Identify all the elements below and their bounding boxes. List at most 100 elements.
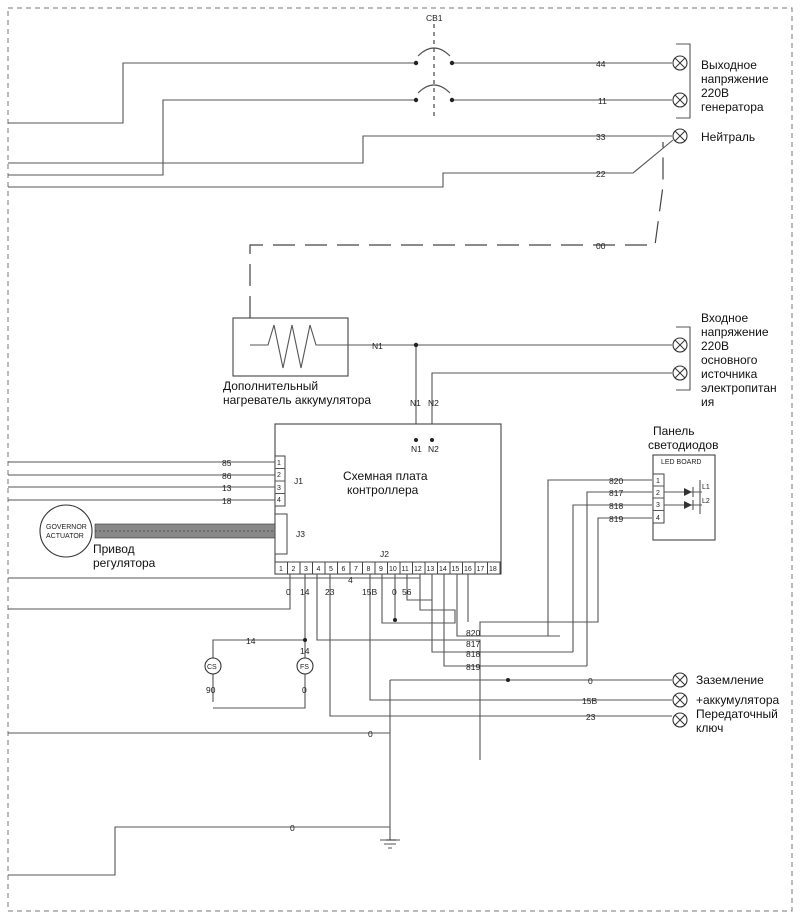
generator-terminals [672, 43, 691, 144]
key-23-label: 23 [586, 712, 596, 722]
n2-drop-wire [431, 372, 672, 440]
batt-15b-label: 15B [582, 696, 597, 706]
j2-pin-2: 2 [292, 566, 296, 573]
neutral-label: Нейтраль [701, 130, 755, 144]
j2-pin-9: 9 [379, 566, 383, 573]
j2-wires [8, 479, 672, 876]
ground-label: Заземление [696, 673, 764, 687]
led-diode-icon [664, 480, 702, 514]
actuator-label-1: Привод [93, 542, 135, 556]
terminal-11 [672, 92, 688, 108]
terminal-neutral [672, 128, 688, 144]
terminal-key [672, 712, 688, 728]
j2-pin-12: 12 [414, 566, 422, 573]
bot-820-label: 820 [466, 628, 480, 638]
led-panel-line1: Панель [653, 424, 694, 438]
controller-board [274, 423, 502, 575]
key-label-line2: ключ [696, 721, 723, 735]
j2-pin-10: 10 [389, 566, 397, 573]
j1-pin-1: 1 [277, 460, 281, 467]
mains-terminals [672, 326, 691, 391]
j2-pin-4: 4 [317, 566, 321, 573]
heater-label-line1: Дополнительный [223, 379, 318, 393]
j2-pin-6: 6 [342, 566, 346, 573]
bus-4-label: 4 [348, 575, 353, 585]
j2-pin-8: 8 [367, 566, 371, 573]
led-pin-1: 1 [656, 478, 660, 485]
j3-connector [274, 513, 288, 555]
battery-heater [232, 317, 349, 377]
wire-22-label: 22 [596, 169, 606, 179]
bot-818-label: 818 [466, 649, 480, 659]
j2-pin-15: 15 [452, 566, 460, 573]
cs-14-label: 14 [246, 636, 256, 646]
gen-out-line3: 220В [701, 86, 729, 100]
j2-pin-3: 3 [304, 566, 308, 573]
fs-label: FS [300, 664, 309, 671]
actuator-label-2: регулятора [93, 556, 156, 570]
j2-pin-18: 18 [489, 566, 497, 573]
generator-wires [8, 62, 674, 318]
gen-out-line1: Выходное [701, 58, 757, 72]
led-pin-2: 2 [656, 490, 660, 497]
n2-drop-label: N2 [428, 398, 439, 408]
led-panel-line2: светодиодов [648, 438, 718, 452]
bot-817-label: 817 [466, 639, 480, 649]
fs-0-label: 0 [302, 685, 307, 695]
mains-line1: Входное [701, 311, 748, 325]
battery-label: +аккумулятора [696, 693, 780, 707]
j1-pin-3: 3 [277, 485, 281, 492]
governor-actuator [39, 504, 93, 558]
j1-label: J1 [294, 476, 303, 486]
col-14-label: 14 [300, 587, 310, 597]
gen-out-line2: напряжение [701, 72, 769, 86]
j2-pin-13: 13 [427, 566, 435, 573]
key-label-line1: Передаточный [696, 707, 778, 721]
j2-pin-17: 17 [477, 566, 485, 573]
j1-wires [8, 461, 275, 501]
col-56-label: 56 [402, 587, 412, 597]
j1-wire-13: 13 [222, 483, 232, 493]
led-mark-l1: L1 [702, 484, 710, 491]
mains-line3: 220В [701, 339, 729, 353]
n2-pin-label: N2 [428, 444, 439, 454]
col-0b-label: 0 [392, 587, 397, 597]
cs-label: CS [207, 664, 217, 671]
cs-90-label: 90 [206, 685, 216, 695]
terminal-mains-n2 [672, 365, 688, 381]
col-0a-label: 0 [286, 587, 291, 597]
led-817-label: 817 [609, 488, 623, 498]
n1-drop-label: N1 [410, 398, 421, 408]
terminal-44 [672, 55, 688, 71]
j1-pin-2: 2 [277, 472, 281, 479]
col-23-label: 23 [325, 587, 335, 597]
mains-line2: напряжение [701, 325, 769, 339]
cs-switch [204, 657, 222, 675]
gen-out-line4: генератора [701, 100, 764, 114]
bot-819-label: 819 [466, 662, 480, 672]
led-pin-4: 4 [656, 515, 660, 522]
ground-0-label: 0 [588, 676, 593, 686]
lower-terminals [672, 672, 688, 728]
j1-wire-86: 86 [222, 471, 232, 481]
led-board-label: LED BOARD [661, 459, 701, 466]
mains-line5: источника [701, 367, 758, 381]
wire-33-label: 33 [596, 132, 606, 142]
j2-pin-1: 1 [279, 566, 283, 573]
led-connector: 1 2 3 4 [652, 473, 665, 524]
j2-pin-7: 7 [354, 566, 358, 573]
col-15b-label: 15B [362, 587, 377, 597]
heater-label-line2: нагреватель аккумулятора [223, 393, 371, 407]
j2-pin-5: 5 [329, 566, 333, 573]
j1-connector: 1 2 3 4 [274, 455, 286, 507]
j2-label: J2 [380, 549, 389, 559]
terminal-mains-n1 [672, 337, 688, 353]
n1-pin-label: N1 [411, 444, 422, 454]
j1-pin-4: 4 [277, 497, 281, 504]
led-mark-l2: L2 [702, 498, 710, 505]
wire-11-label: 11 [598, 96, 607, 106]
terminal-ground [672, 672, 688, 688]
governor-label-1: GOVERNOR [46, 524, 87, 531]
